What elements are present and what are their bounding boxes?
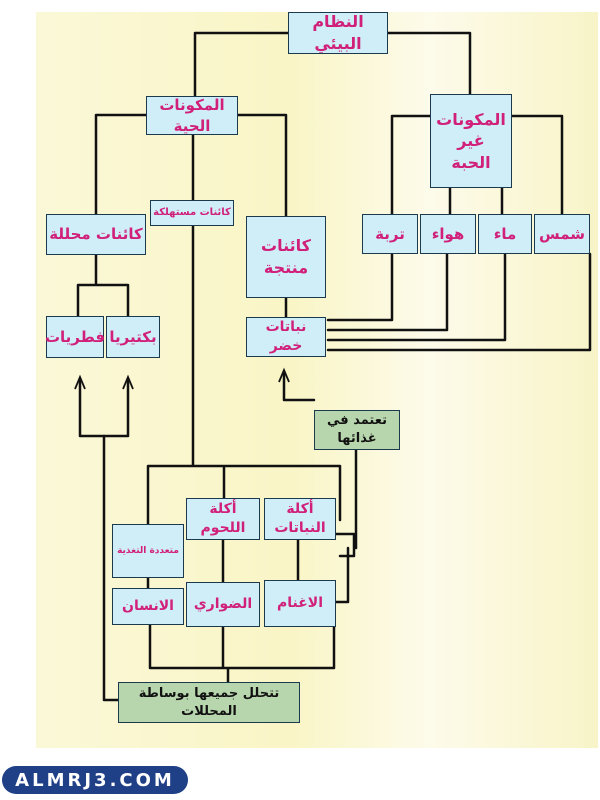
node-air: هواء — [420, 214, 476, 254]
edge-sheep-depend — [334, 546, 350, 604]
edge-soil-plants — [326, 252, 394, 322]
edge-root-nonliving — [373, 31, 472, 96]
node-depends-on-food: تعتمد في غذائها — [314, 410, 400, 450]
node-living-components: المكونات الحية — [146, 96, 238, 135]
edge-consumers-groups — [146, 224, 342, 526]
arrow-to-green-plants — [278, 367, 290, 383]
edge-living-producers — [236, 113, 288, 218]
node-soil: تربة — [362, 214, 418, 254]
node-sheep: الاغنام — [264, 580, 336, 627]
node-water: ماء — [478, 214, 532, 254]
node-human: الانسان — [112, 588, 184, 625]
node-carnivores: أكلة اللحوم — [186, 498, 260, 540]
edge-nonliving-sun — [510, 114, 564, 216]
node-green-plants: نباتات خضر — [246, 317, 326, 357]
node-decompose-by-decomposers: تتحلل جميعها بوساطة المحللات — [118, 682, 300, 723]
edge-water-plants — [326, 252, 507, 342]
arrow-to-fungi — [74, 374, 86, 390]
node-herbivores: أكلة النباتات — [264, 498, 336, 540]
arrow-to-bacteria — [122, 374, 134, 390]
edge-decomposers-fungi-bacteria — [76, 253, 130, 318]
node-sun: شمس — [534, 214, 590, 254]
node-fungi: فطريات — [45, 316, 105, 358]
edge-animals-decompose — [148, 623, 336, 684]
edge-sun-plants — [326, 252, 592, 352]
node-omnivores: متعددة التغذية — [112, 524, 184, 578]
edge-nonliving-soil — [390, 114, 432, 216]
edge-living-decomposers — [94, 113, 148, 216]
edge-depend-arrow — [282, 372, 316, 402]
watermark-badge: ALMRJ3.COM — [2, 766, 188, 794]
node-decomposers: كائنات محللة — [46, 214, 146, 255]
node-ecosystem: النظام البيئي — [288, 12, 388, 54]
node-producers: كائنات منتجة — [246, 216, 326, 298]
node-nonliving-components: المكونات غير الحبة — [430, 94, 512, 188]
node-bacteria: بكتيريا — [106, 316, 160, 358]
edge-root-living — [193, 31, 290, 98]
edge-return-fungi — [78, 378, 106, 438]
node-consumers: كائنات مستهلكة — [150, 200, 234, 226]
node-predators: الضواري — [186, 582, 260, 627]
edge-herbivores-depend — [334, 532, 356, 558]
edge-air-plants — [326, 252, 449, 332]
